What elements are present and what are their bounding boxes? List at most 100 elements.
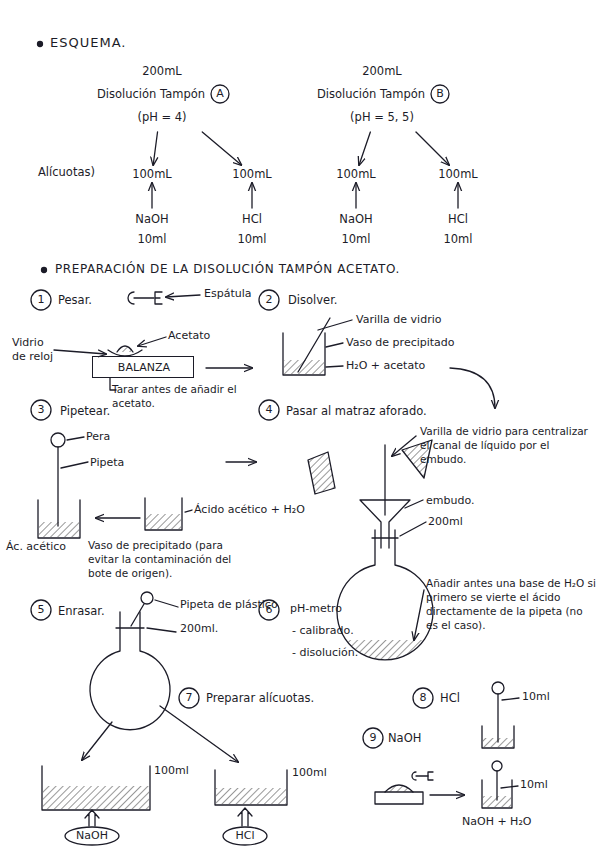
volumetric-flask [337, 530, 433, 660]
note-label: Pera [86, 430, 110, 444]
flow-arrow [450, 368, 495, 408]
text-node: 200mLDisolución Tampón(pH = 4)A [92, 64, 232, 132]
pipette-symbol [38, 500, 80, 538]
balance-symbol [375, 761, 518, 808]
node-text: NaOH [334, 212, 378, 226]
beaker-symbol [318, 320, 352, 330]
circle-outline [259, 600, 279, 620]
text-node: 100mL [128, 165, 176, 183]
text-node: HCl10ml [230, 208, 274, 248]
circle-outline [363, 728, 383, 748]
text-node: 100mL [434, 165, 482, 183]
note-label: Ácido acético + H₂O [194, 503, 305, 517]
flow-arrow [355, 183, 356, 208]
beaker-symbol [43, 786, 149, 809]
text-node: 100mL [228, 165, 276, 183]
note-label: Vaso de precipitado (para evitar la cont… [88, 538, 240, 580]
circled-label: NaOH [64, 826, 120, 846]
beaker-symbol [216, 788, 286, 804]
note-label: Pesar. [58, 293, 92, 307]
circle-outline [259, 400, 279, 420]
circled-label: 6 [258, 599, 280, 621]
node-text: Disolución Tampón [312, 87, 430, 101]
volumetric-flask [141, 592, 153, 604]
node-text: HCl [436, 212, 480, 226]
circle-outline [413, 688, 433, 708]
note-label: Pasar al matraz aforado. [286, 404, 427, 418]
pipette-symbol [96, 517, 140, 518]
volumetric-flask [116, 627, 144, 628]
node-text: 2 [258, 293, 280, 307]
beaker-symbol [326, 366, 343, 367]
note-label: Disolver. [288, 293, 337, 307]
note-label: Alícuotas) [38, 165, 95, 179]
spatula-symbol [166, 295, 200, 297]
flow-arrow [457, 183, 458, 208]
section-heading: PREPARACIÓN DE LA DISOLUCIÓN TAMPÓN ACET… [55, 262, 400, 276]
note-label: NaOH [388, 731, 421, 745]
node-text: A [210, 87, 230, 101]
node-text: B [430, 87, 450, 101]
balance-symbol [416, 775, 428, 776]
balance-symbol [492, 761, 502, 771]
section-heading: ESQUEMA. [50, 36, 126, 50]
volumetric-flask [308, 452, 335, 494]
node-text: 200mL [92, 64, 232, 78]
circle-outline [179, 688, 199, 708]
circle-outline [65, 827, 119, 845]
node-text: 7 [178, 691, 200, 705]
beaker-symbol [284, 360, 324, 374]
circled-label: 3 [30, 399, 52, 421]
note-label: H₂O + acetato [346, 359, 425, 373]
note-label: Pipeta de plástico [180, 598, 278, 612]
volumetric-flask [131, 604, 144, 626]
beaker-symbol [326, 343, 343, 347]
balance-symbol [496, 771, 497, 800]
text-node: HCl10ml [436, 208, 480, 248]
watch-glass [117, 346, 133, 352]
node-text: 6 [258, 603, 280, 617]
balance-symbol [483, 796, 511, 807]
spatula-symbol [128, 292, 200, 304]
flow-arrow [226, 461, 256, 462]
spatula-symbol [155, 292, 162, 304]
volumetric-flask [360, 500, 410, 548]
note-label: - calibrado. [292, 624, 354, 638]
flow-arrow [359, 132, 370, 165]
volumetric-flask [405, 500, 423, 508]
note-label: Pipeta [90, 456, 124, 470]
note-label: pH-metro [290, 602, 342, 616]
pipette-symbol [51, 433, 65, 447]
pipette-symbol [482, 682, 519, 748]
note-label: embudo. [426, 494, 474, 508]
text-node: NaOH10ml [334, 208, 378, 248]
watch-glass [54, 350, 106, 354]
note-label: 10ml [522, 690, 550, 704]
volumetric-flask [372, 537, 398, 538]
bullet-dot [42, 268, 47, 273]
circled-label: 4 [258, 399, 280, 421]
circle-outline [223, 827, 267, 845]
beaker-symbol [283, 333, 325, 375]
volumetric-flask [414, 590, 424, 640]
node-text: 5 [30, 603, 52, 617]
circle-outline [31, 400, 51, 420]
beaker-symbol [283, 318, 352, 375]
pipette-symbol [61, 462, 88, 468]
node-text: HCl [222, 829, 268, 843]
note-label: 200ml. [180, 622, 218, 636]
balance-symbol [428, 772, 433, 780]
volumetric-flask [392, 436, 416, 456]
node-text: (pH = 5, 5) [312, 110, 452, 124]
pipette-symbol [502, 698, 519, 700]
node-text: 8 [412, 691, 434, 705]
node-text: 10ml [130, 232, 174, 246]
circled-label: HCl [222, 826, 268, 846]
beaker-symbol [42, 766, 150, 810]
note-label: 200ml [428, 515, 463, 529]
flow-arrow [206, 367, 252, 368]
note-label: HCl [440, 691, 460, 705]
note-label: Enrasar. [58, 604, 105, 618]
pipette-symbol [39, 522, 79, 537]
